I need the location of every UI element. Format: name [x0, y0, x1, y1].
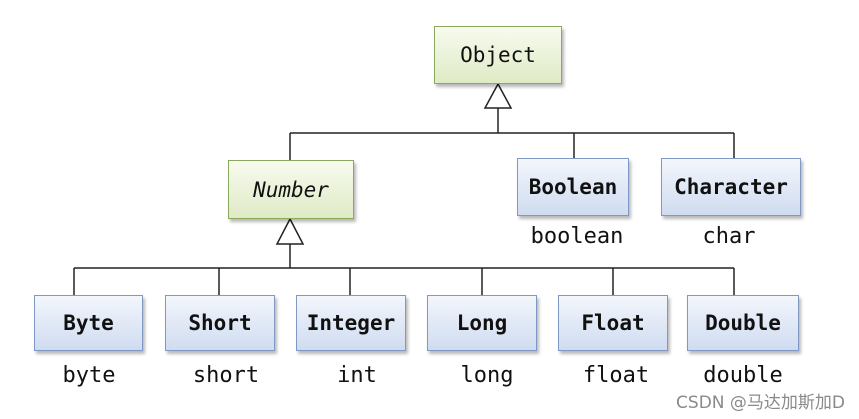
inheritance-arrow-number [275, 217, 305, 245]
double-class-label: Double [705, 311, 781, 335]
character-class-box: Character [661, 158, 801, 216]
object-class-label: Object [460, 43, 536, 67]
number-class-box: Number [228, 160, 354, 219]
csdn-watermark: CSDN @马达加斯加D [676, 393, 845, 413]
byte-primitive-label: byte [62, 363, 116, 388]
character-class-label: Character [674, 175, 788, 199]
boolean-class-box: Boolean [517, 158, 629, 216]
byte-class-box: Byte [34, 295, 143, 351]
inheritance-arrow-object [483, 82, 513, 109]
short-primitive-label: short [192, 363, 260, 388]
char-primitive-label: char [702, 224, 756, 249]
byte-class-label: Byte [63, 311, 114, 335]
long-class-label: Long [456, 311, 508, 335]
double-primitive-label: double [703, 363, 783, 388]
double-class-box: Double [687, 295, 799, 351]
boolean-primitive-label: boolean [530, 224, 624, 249]
long-class-box: Long [427, 295, 537, 351]
object-class-box: Object [434, 26, 562, 84]
float-class-label: Float [581, 311, 645, 335]
integer-class-label: Integer [306, 311, 396, 335]
float-class-box: Float [558, 295, 668, 351]
long-primitive-label: long [460, 363, 514, 388]
short-class-box: Short [165, 295, 275, 351]
number-class-label: Number [253, 177, 329, 202]
short-class-label: Short [188, 311, 252, 335]
integer-class-box: Integer [296, 295, 406, 351]
int-primitive-label: int [337, 363, 377, 388]
boolean-class-label: Boolean [528, 175, 618, 199]
float-primitive-label: float [582, 363, 650, 388]
